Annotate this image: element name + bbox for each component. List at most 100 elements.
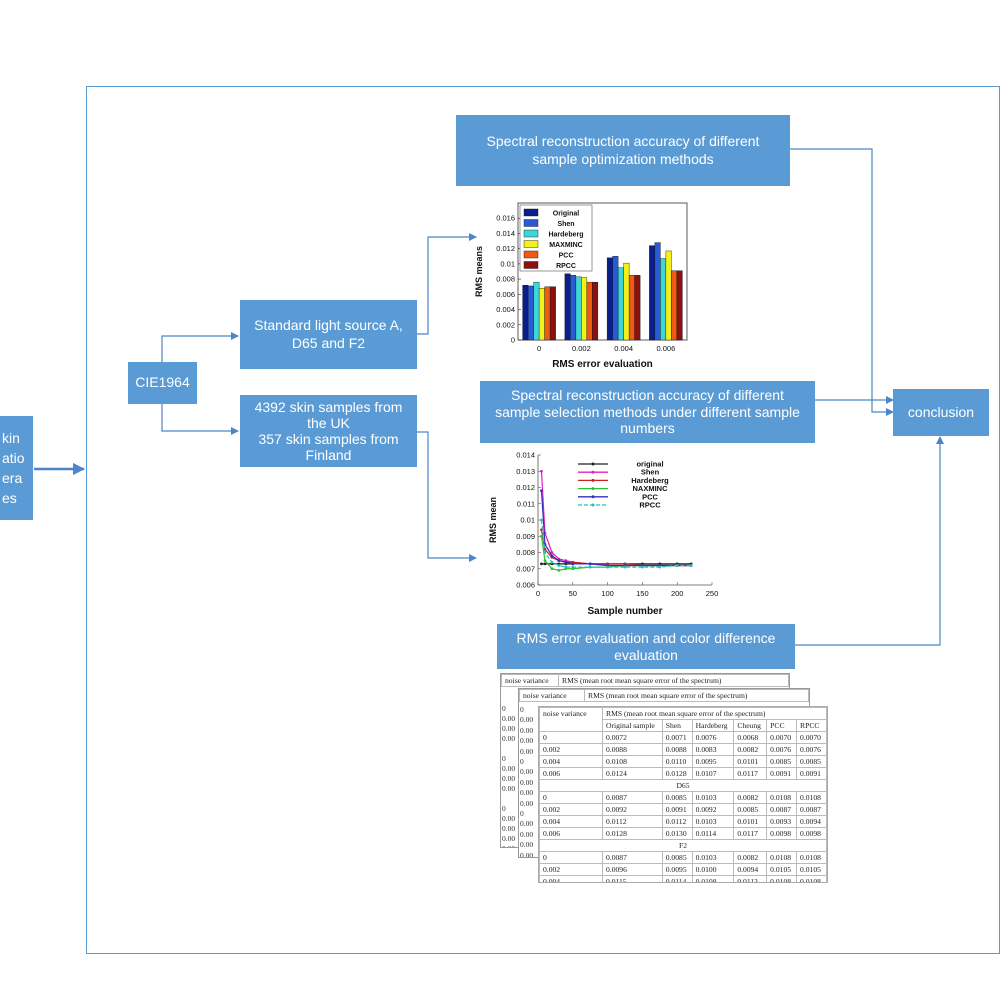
line-x-tick-label: 100 — [601, 589, 614, 598]
line-legend-marker — [591, 487, 595, 491]
table-cell: 0.0108 — [796, 875, 827, 882]
table-cell: 0.006 — [539, 767, 603, 780]
strip-cell: 0.00 — [502, 834, 516, 843]
table-cell: 0.0072 — [602, 731, 663, 744]
rms-evaluation-box: RMS error evaluation and color differenc… — [497, 624, 795, 669]
strip-cell: 0.00 — [520, 725, 534, 735]
table-front-blank — [539, 719, 603, 732]
table-front-group-label: F2 — [539, 839, 827, 852]
rms-evaluation-line1: RMS error evaluation and color differenc… — [516, 629, 776, 646]
table-cell: 0.0088 — [661, 743, 693, 756]
strip-cell: 0.00 — [502, 724, 516, 733]
line-point-rpcc — [606, 565, 609, 569]
strip-cell: 0.00 — [520, 840, 534, 850]
bar-pcc — [628, 275, 635, 341]
cie1964-label: CIE1964 — [135, 374, 190, 391]
optimization-line1: Spectral reconstruction accuracy of diff… — [486, 133, 760, 149]
skin-samples-line4: Finland — [305, 447, 352, 464]
left-input-box: kin atio era es — [0, 416, 33, 520]
line-point-rpcc — [623, 565, 627, 569]
line-point-rpcc — [550, 560, 554, 564]
bar-y-tick-label: 0.01 — [500, 259, 515, 268]
bar-legend-swatch — [523, 240, 539, 248]
table-cell: 0.0128 — [661, 767, 693, 780]
rms-evaluation-line2: evaluation — [614, 646, 678, 663]
table-cell: 0.0105 — [766, 863, 798, 876]
bar-pcc — [671, 270, 678, 341]
bar-rpcc — [592, 281, 599, 341]
line-legend-marker — [591, 478, 595, 482]
table-cell: 0.0087 — [766, 803, 798, 816]
table-cell: 0.0085 — [661, 791, 693, 804]
table-cell: 0.0108 — [766, 851, 798, 864]
table-cell: 0.0085 — [733, 803, 768, 816]
line-legend-marker — [591, 503, 595, 507]
table-cell: 0.0070 — [796, 731, 827, 744]
table-cell: 0.0117 — [733, 767, 768, 780]
table-cell: 0.0113 — [733, 875, 768, 882]
table-cell: 0.0085 — [796, 755, 827, 768]
table-cell: 0.0092 — [691, 803, 735, 816]
line-y-axis-label: RMS mean — [488, 497, 498, 543]
line-point-original — [540, 562, 543, 566]
table-cell: 0.0096 — [602, 863, 663, 876]
table-cell: 0.0107 — [691, 767, 735, 780]
line-y-tick-label: 0.011 — [517, 499, 535, 508]
line-point-naxminc — [557, 568, 561, 572]
line-point-rpcc — [564, 565, 568, 569]
line-point-shen — [550, 551, 554, 554]
table-cell: 0.0083 — [691, 743, 735, 756]
bar-original — [522, 284, 529, 341]
table-cell: 0.002 — [539, 803, 603, 816]
cie1964-box: CIE1964 — [128, 362, 197, 404]
line-point-pcc — [557, 559, 561, 563]
table-cell: 0.0076 — [796, 743, 827, 756]
table-cell: 0.0070 — [766, 731, 798, 744]
bar-original — [564, 273, 571, 341]
bar-legend-label: MAXMINC — [549, 242, 582, 249]
strip-cell: 0.00 — [502, 824, 516, 833]
light-source-box: Standard light source A, D65 and F2 — [240, 300, 417, 369]
left-box-line: kin — [2, 430, 20, 446]
strip-cell: 0.00 — [520, 746, 534, 756]
strip-cell: 0.00 — [502, 774, 516, 783]
line-point-rpcc — [543, 551, 547, 554]
line-legend-label: original — [636, 460, 663, 469]
line-y-tick-label: 0.008 — [516, 548, 535, 557]
line-point-rpcc — [540, 518, 543, 522]
table-cell: 0.0112 — [602, 815, 663, 828]
line-legend-marker — [591, 495, 595, 499]
table-front-subheader-cell: Hardeberg — [691, 719, 735, 732]
bar-x-tick-label: 0.006 — [656, 344, 675, 353]
table-cell: 0.0085 — [766, 755, 798, 768]
table-cell: 0.0091 — [661, 803, 693, 816]
table-front-header-noise: noise variance — [539, 707, 603, 720]
bar-hardeberg — [617, 267, 624, 341]
line-y-tick-label: 0.007 — [516, 564, 535, 573]
table-cell: 0 — [539, 731, 603, 744]
line-point-rpcc — [571, 565, 575, 569]
table-front-group-label: D65 — [539, 779, 827, 792]
bar-chart: 00.0020.0040.0060.0080.010.0120.0140.016… — [474, 202, 688, 370]
bar-y-axis-label: RMS means — [474, 246, 484, 297]
strip-cell: 0.00 — [520, 736, 534, 746]
table-cell: 0.0124 — [602, 767, 663, 780]
table-cell: 0.0108 — [796, 851, 827, 864]
line-point-shen — [540, 469, 543, 473]
left-box-line: era — [2, 470, 23, 486]
line-legend-marker — [591, 462, 595, 466]
table-cell: 0.0130 — [661, 827, 693, 840]
line-point-rpcc — [658, 565, 662, 569]
line-point-pcc — [564, 560, 568, 564]
strip-cell: 0.00 — [520, 798, 534, 808]
table-cell: 0.0082 — [733, 743, 768, 756]
line-x-tick-label: 50 — [569, 589, 577, 598]
table-cell: 0.0082 — [733, 791, 768, 804]
table-cell: 0.0128 — [602, 827, 663, 840]
strip-cell: 0.00 — [520, 850, 534, 858]
